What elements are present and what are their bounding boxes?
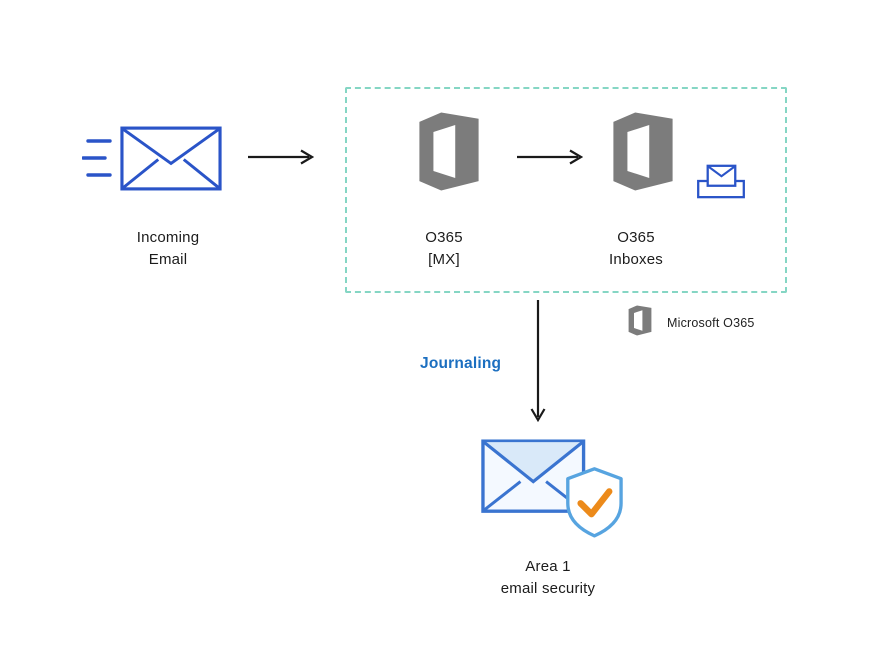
incoming-email-envelope-icon	[120, 126, 222, 191]
office365-logo-icon	[410, 111, 488, 192]
office365-logo-icon	[604, 111, 682, 192]
area1-label: Area 1 email security	[458, 556, 638, 600]
journaling-label: Journaling	[420, 355, 502, 372]
arrow-down-icon	[529, 300, 547, 422]
arrow-right-icon	[517, 148, 583, 166]
area1-label-line2: email security	[500, 580, 596, 597]
incoming-email-label-line2: Email	[148, 251, 188, 268]
office365-logo-icon	[625, 303, 655, 338]
o365-mx-label-line1: O365	[425, 229, 463, 246]
legend-label: Microsoft O365	[667, 316, 755, 330]
area1-label-line1: Area 1	[525, 558, 571, 575]
incoming-email-label: Incoming Email	[103, 227, 233, 271]
inbox-envelope-icon	[696, 162, 746, 200]
o365-inboxes-label-line1: O365	[617, 229, 655, 246]
arrow-right-icon	[248, 148, 314, 166]
o365-inboxes-label-line2: Inboxes	[609, 251, 663, 268]
o365-boundary-box	[345, 87, 787, 293]
o365-inboxes-label: O365 Inboxes	[583, 227, 689, 271]
o365-mx-label-line2: [MX]	[428, 251, 460, 268]
incoming-email-label-line1: Incoming	[136, 229, 200, 246]
speed-lines-icon	[82, 138, 112, 180]
envelope-shield-check-icon	[480, 436, 626, 541]
o365-mx-label: O365 [MX]	[394, 227, 494, 271]
